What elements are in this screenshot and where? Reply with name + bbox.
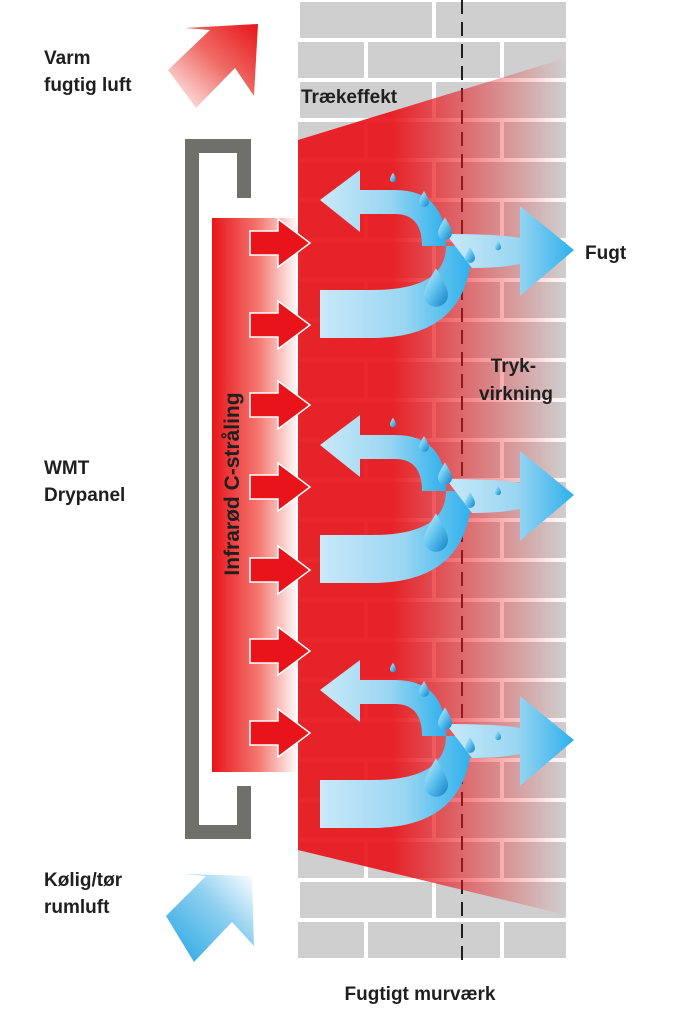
brick	[298, 42, 364, 78]
heat-arrow	[249, 625, 312, 677]
water-drop	[424, 758, 449, 797]
water-drop	[465, 247, 475, 263]
moisture-u-bend	[320, 736, 472, 828]
panel-label: WMT Drypanel	[44, 458, 125, 506]
water-drop	[390, 662, 396, 673]
heat-arrow	[249, 707, 312, 759]
water-drop	[495, 485, 501, 496]
moisture-arrow	[446, 206, 574, 296]
masonry-label: Fugtigt murværk	[345, 984, 496, 1005]
draft-effect-label: Trækeffekt	[301, 87, 398, 108]
heat-arrow	[249, 217, 312, 269]
moisture-flow	[320, 415, 574, 583]
brick	[300, 882, 432, 918]
heat-arrow	[249, 299, 312, 351]
water-drop	[495, 730, 501, 741]
moisture-u-bend	[320, 246, 472, 338]
moisture-arrow	[446, 451, 574, 541]
brick	[368, 42, 500, 78]
water-drop	[424, 268, 449, 307]
moisture-flow	[320, 170, 574, 338]
cool-air-label: Kølig/tør rumluft	[44, 870, 127, 918]
water-drop	[419, 681, 429, 697]
water-drop	[419, 436, 429, 452]
water-drop	[390, 417, 396, 428]
moisture-arrow	[320, 170, 446, 246]
brick	[298, 922, 364, 958]
heat-arrow	[249, 461, 312, 513]
water-drop	[495, 240, 501, 251]
moisture-arrows	[320, 170, 574, 828]
moisture-label: Fugt	[585, 243, 627, 264]
heat-arrows	[249, 217, 312, 759]
panel-bracket	[185, 139, 251, 839]
cool-air-arrow	[166, 874, 254, 962]
infrared-radiation-label: Infrarød C-stråling	[221, 392, 244, 575]
moisture-u-bend	[320, 491, 472, 583]
moisture-arrow	[320, 415, 446, 491]
water-drop	[438, 707, 452, 730]
brick	[436, 2, 566, 38]
brick	[504, 922, 566, 958]
heat-arrow	[249, 379, 312, 431]
brick	[368, 922, 500, 958]
water-drop	[438, 462, 452, 485]
water-drop	[419, 191, 429, 207]
heat-arrow	[249, 544, 312, 596]
water-drop	[390, 172, 396, 183]
water-drop	[424, 513, 449, 552]
moisture-arrow	[446, 696, 574, 786]
water-drop	[465, 492, 475, 508]
brick	[300, 2, 432, 38]
warm-air-arrow	[168, 24, 258, 108]
pressure-effect-label: Tryk- virkning	[479, 356, 553, 405]
moisture-arrow	[320, 660, 446, 736]
water-drop	[465, 737, 475, 753]
moisture-flow	[320, 660, 574, 828]
warm-air-label: Varm fugtig luft	[44, 48, 132, 96]
water-drop	[438, 217, 452, 240]
